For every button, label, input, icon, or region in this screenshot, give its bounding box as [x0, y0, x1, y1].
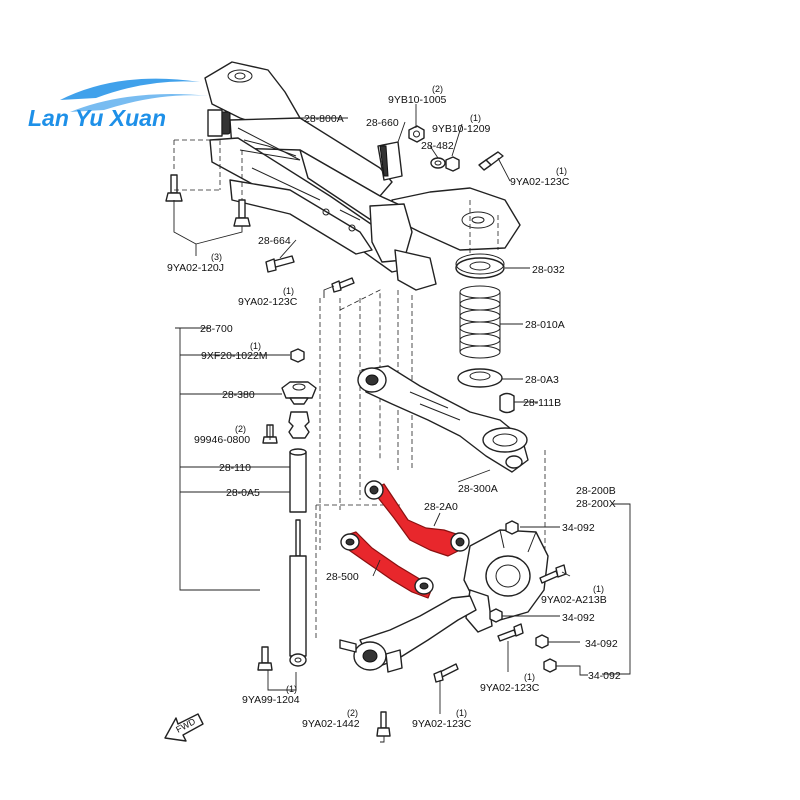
brand-logo-text: Lan Yu Xuan — [28, 105, 166, 131]
bolt-9YA99-1204 — [257, 646, 273, 671]
label-9YA02-123C-b: 9YA02-123C — [238, 296, 298, 308]
label-28-800A: 28-800A — [304, 113, 344, 125]
nut-34-092-d — [543, 658, 557, 673]
qty-9YA02-123C-c: (1) — [524, 672, 535, 682]
upper-arm-28-2A0-highlight — [364, 480, 470, 557]
label-9YB10-1209: 9YB10-1209 — [432, 123, 491, 135]
label-34-092-d: 34-092 — [588, 670, 621, 682]
qty-9YB10-1209: (1) — [470, 113, 481, 123]
nut-34-092-c — [535, 634, 549, 649]
label-9YA02-120J: 9YA02-120J — [167, 262, 224, 274]
label-28-200B: 28-200B — [576, 485, 616, 497]
knuckle-28-200B — [463, 529, 549, 633]
label-28-0A3: 28-0A3 — [525, 374, 559, 386]
label-28-2A0: 28-2A0 — [424, 501, 458, 513]
qty-9YA02-1442: (2) — [347, 708, 358, 718]
qty-9YA02-123C-d: (1) — [456, 708, 467, 718]
label-9XF20-1022M: 9XF20-1022M — [201, 350, 268, 362]
spring-seat-28-0A3 — [457, 368, 503, 388]
bolt-9YA02-A213B — [539, 564, 567, 584]
brand-logo: Lan Yu Xuan — [28, 78, 210, 131]
label-28-664: 28-664 — [258, 235, 291, 247]
leader-lines — [173, 104, 631, 743]
qty-9XF20-1022M: (1) — [250, 341, 261, 351]
label-28-111B: 28-111B — [523, 397, 561, 409]
bolt-9YA02-120J-b — [233, 199, 251, 227]
bump-stop-28-111B — [499, 392, 515, 414]
label-28-010A: 28-010A — [525, 319, 565, 331]
bolt-9YA02-1442 — [376, 711, 391, 737]
qty-9YB10-1005: (2) — [432, 84, 443, 94]
mount-28-380 — [281, 381, 317, 405]
nut-34-092-b — [489, 608, 503, 623]
label-99946-0800: 99946-0800 — [194, 434, 250, 446]
bump-28-110 — [288, 411, 310, 439]
trailing-arm — [339, 595, 477, 673]
label-34-092-c: 34-092 — [585, 638, 618, 650]
subframe-crossmember — [204, 61, 521, 291]
qty-9YA02-A213B: (1) — [593, 584, 604, 594]
label-9YA99-1204: 9YA99-1204 — [242, 694, 300, 706]
qty-9YA99-1204: (1) — [286, 684, 297, 694]
label-9YA02-123C-a: 9YA02-123C — [510, 176, 570, 188]
bolt-9YA02-123C-d — [433, 663, 459, 683]
qty-9YA02-123C-b: (1) — [283, 286, 294, 296]
label-34-092-a: 34-092 — [562, 522, 595, 534]
part-28-660 — [377, 141, 403, 181]
label-28-032: 28-032 — [532, 264, 565, 276]
qty-99946-0800: (2) — [235, 424, 246, 434]
label-9YA02-1442: 9YA02-1442 — [302, 718, 360, 730]
label-28-300A: 28-300A — [458, 483, 498, 495]
label-28-500: 28-500 — [326, 571, 359, 583]
nut-9XF20-1022M — [290, 348, 305, 363]
label-9YA02-A213B: 9YA02-A213B — [541, 594, 607, 606]
dust-cover-28-0A5 — [289, 448, 307, 513]
lower-control-arm-28-300A — [357, 365, 529, 473]
bolt-9YA02-123C-top — [478, 151, 504, 171]
label-28-660: 28-660 — [366, 117, 399, 129]
label-28-380: 28-380 — [222, 389, 255, 401]
part-labels: (2) 9YB10-1005 28-800A 28-660 (1) 9YB10-… — [167, 84, 621, 730]
label-9YA02-123C-c: 9YA02-123C — [480, 682, 540, 694]
nut-9YB10-1209 — [445, 156, 460, 172]
coil-spring-28-010A — [459, 285, 501, 359]
bolt-28-664 — [265, 255, 295, 273]
qty-9YA02-123C-a: (1) — [556, 166, 567, 176]
label-28-0A5: 28-0A5 — [226, 487, 260, 499]
bolt-9YA02-120J-a — [165, 174, 183, 202]
label-28-700: 28-700 — [200, 323, 233, 335]
label-9YA02-123C-d: 9YA02-123C — [412, 718, 472, 730]
spring-seat-28-032 — [455, 253, 505, 279]
qty-9YA02-120J: (3) — [211, 252, 222, 262]
bolt-9YA02-123C-c — [497, 623, 524, 642]
shock-absorber-28-700 — [289, 519, 307, 667]
forward-arrow-icon: FWD — [164, 713, 204, 742]
label-34-092-b: 34-092 — [562, 612, 595, 624]
nut-9YB10-1005 — [408, 125, 425, 143]
label-28-482: 28-482 — [421, 140, 454, 152]
label-28-200X: 28-200X — [576, 498, 616, 510]
label-28-110: 28-110 — [219, 462, 251, 474]
washer-28-482 — [430, 157, 446, 169]
bolt-9YA02-123C-mid — [331, 277, 355, 293]
label-9YB10-1005: 9YB10-1005 — [388, 94, 447, 106]
nut-34-092-a — [505, 520, 519, 535]
lateral-arm-28-500-highlight — [340, 531, 434, 599]
